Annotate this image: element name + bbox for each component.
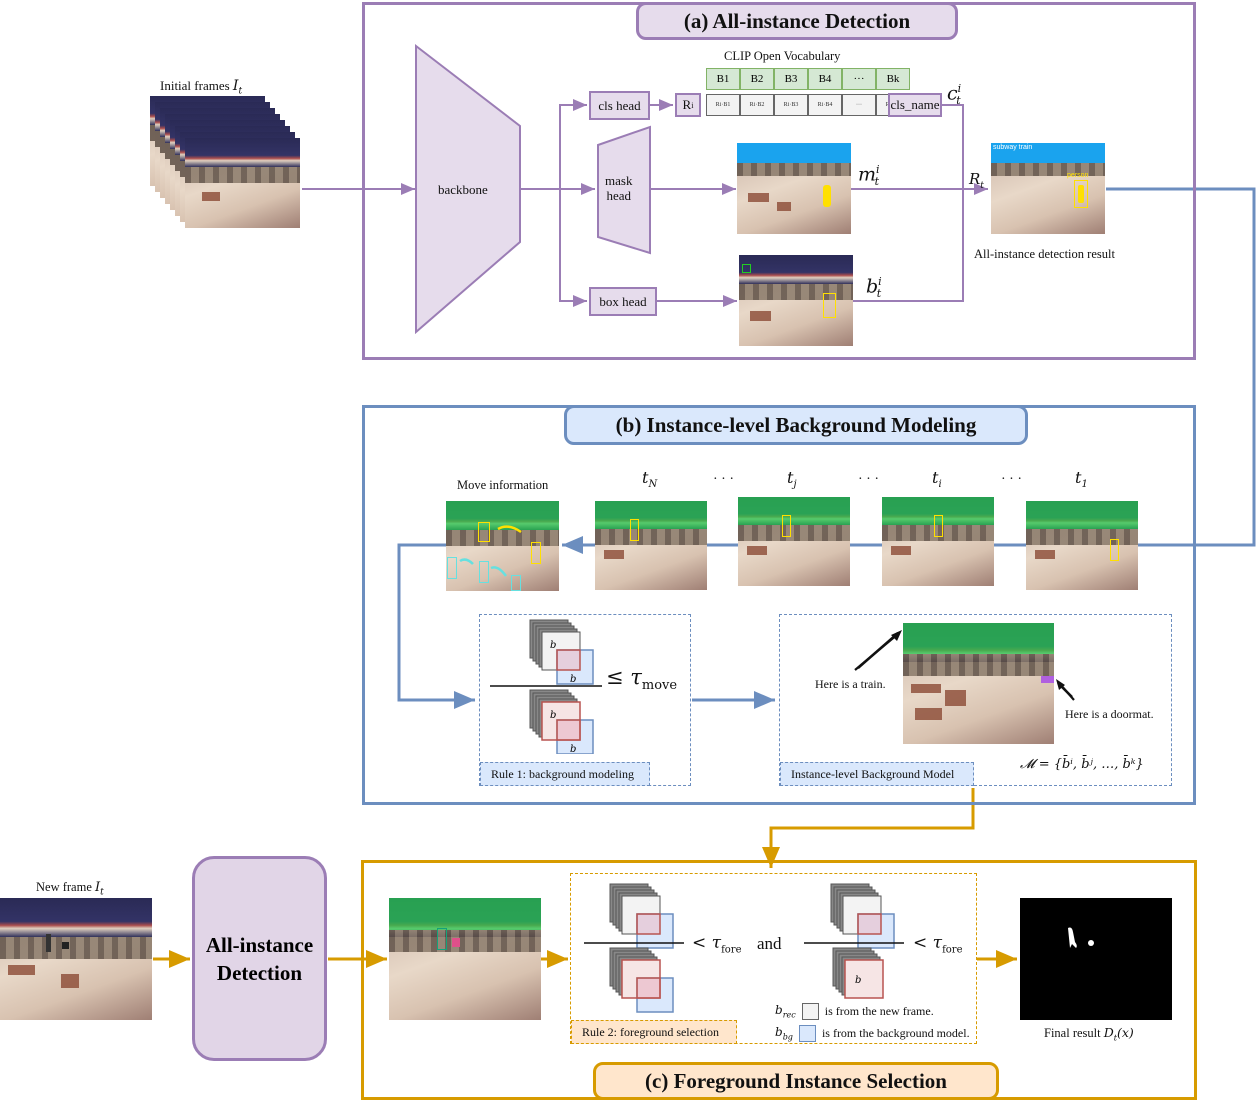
rule1-iou-fraction: b b b b — [490, 619, 602, 754]
clip-vocab-title: CLIP Open Vocabulary — [724, 49, 841, 63]
new-frame-label: New frame It — [36, 880, 104, 898]
svg-text:b: b — [570, 744, 576, 754]
svg-text:b: b — [550, 710, 556, 721]
similarity-cell: ··· — [842, 94, 876, 116]
svg-text:b: b — [855, 975, 861, 986]
result-caption: All-instance detection result — [974, 247, 1115, 261]
rule2-box — [570, 873, 977, 1044]
final-result-caption: Final result Dt(x) — [1044, 1025, 1134, 1043]
doormat-pointer-arrow — [1056, 679, 1075, 701]
svg-text:b: b — [550, 640, 556, 651]
initial-frame — [185, 138, 300, 228]
time-frame-image — [738, 497, 850, 586]
backbone-label: backbone — [438, 182, 488, 197]
panel-a-title: (a) All-instance Detection — [636, 2, 958, 40]
similarity-cell: Ri·B2 — [740, 94, 774, 116]
move-information-image — [446, 501, 559, 591]
background-model-tag: Instance-level Background Model — [780, 762, 974, 786]
rule1-threshold: ≤ τmove — [606, 665, 678, 694]
svg-text:b: b — [570, 674, 576, 685]
initial-frames-stack — [150, 96, 305, 236]
vocab-cell: Bk — [876, 68, 910, 90]
rule2-threshold-1: < τfore — [692, 933, 742, 956]
mask-head-block — [597, 125, 651, 255]
label-r-t: Rt — [969, 170, 984, 191]
rule2-tag: Rule 2: foreground selection — [571, 1020, 737, 1044]
new-frame-image — [0, 898, 152, 1020]
vocab-cell: B3 — [774, 68, 808, 90]
rule1-tag: Rule 1: background modeling — [480, 762, 650, 786]
rule2-threshold-2: < τfore — [913, 933, 963, 956]
new-frame-detection-image — [389, 898, 541, 1020]
time-label: t1 — [1075, 468, 1088, 491]
person-result-bbox — [1074, 180, 1088, 208]
move-information-label: Move information — [457, 478, 549, 492]
label-b-t-i: bit — [866, 275, 882, 301]
panel-b-title: (b) Instance-level Background Modeling — [564, 405, 1028, 445]
label-m-t-i: mit — [858, 163, 880, 189]
train-pointer-arrow — [854, 630, 902, 671]
label-c-t-i: cit — [947, 82, 962, 108]
time-frame-image — [595, 501, 707, 590]
legend-bg-swatch — [798, 1025, 816, 1042]
arrow-to-cls-head — [559, 99, 587, 189]
all-instance-detection-block: All-instance Detection — [192, 856, 327, 1061]
person-mask — [823, 185, 831, 207]
background-model-image — [903, 623, 1054, 744]
vocab-cell: ··· — [842, 68, 876, 90]
tag-subway-train: subway train — [993, 144, 1033, 151]
background-model-formula: 𝓜 = {b̄ⁱ, b̄ʲ, …, b̄ᵏ} — [1020, 757, 1144, 772]
time-label: ti — [932, 468, 942, 491]
legend-rec-swatch — [801, 1003, 819, 1020]
ellipsis: · · · — [1001, 472, 1022, 487]
similarity-cell: Ri·B3 — [774, 94, 808, 116]
arrow-to-rule1 — [397, 543, 475, 709]
rule2-iou-fractions: b — [584, 883, 904, 1013]
arrow-result-to-b — [1106, 187, 1256, 547]
tag-person: person — [1067, 172, 1089, 179]
train-note: Here is a train. — [815, 677, 886, 691]
line-merge — [852, 104, 964, 302]
legend-bg: bbg is from the background model. — [775, 1025, 970, 1042]
person-bbox — [823, 293, 836, 318]
similarity-cell: Ri·B1 — [706, 94, 740, 116]
time-frame-image — [1026, 501, 1138, 590]
final-result-mask — [1020, 898, 1172, 1020]
doormat-mask — [1041, 676, 1054, 683]
bag-detection — [452, 938, 460, 947]
box-head-box: box head — [589, 287, 657, 316]
person-detection — [437, 928, 447, 950]
vocab-cell: B1 — [706, 68, 740, 90]
box-head-output-image — [739, 255, 853, 346]
rule2-and: and — [757, 934, 782, 953]
ellipsis: · · · — [858, 472, 879, 487]
cls-head-box: cls head — [589, 91, 650, 120]
time-frame-image — [882, 497, 994, 586]
vocab-cell: B2 — [740, 68, 774, 90]
time-label: tj — [787, 468, 797, 491]
time-label: tN — [642, 468, 658, 491]
initial-frames-label: Initial frames It — [160, 78, 243, 97]
mask-head-output-image — [737, 143, 851, 234]
vocab-cell: B4 — [808, 68, 842, 90]
all-instance-result-image: subway train person — [991, 143, 1105, 234]
similarity-cell: Ri·B4 — [808, 94, 842, 116]
arrow-model-to-c — [762, 788, 975, 868]
doormat-note: Here is a doormat. — [1065, 707, 1154, 721]
ellipsis: · · · — [713, 472, 734, 487]
arrow-to-box-head — [559, 189, 587, 307]
background-model-box — [779, 614, 1172, 786]
legend-rec: brec is from the new frame. — [775, 1003, 934, 1020]
backbone-block — [415, 44, 521, 334]
panel-c-title: (c) Foreground Instance Selection — [593, 1062, 999, 1100]
cls-name-box: cls_name — [888, 93, 942, 117]
